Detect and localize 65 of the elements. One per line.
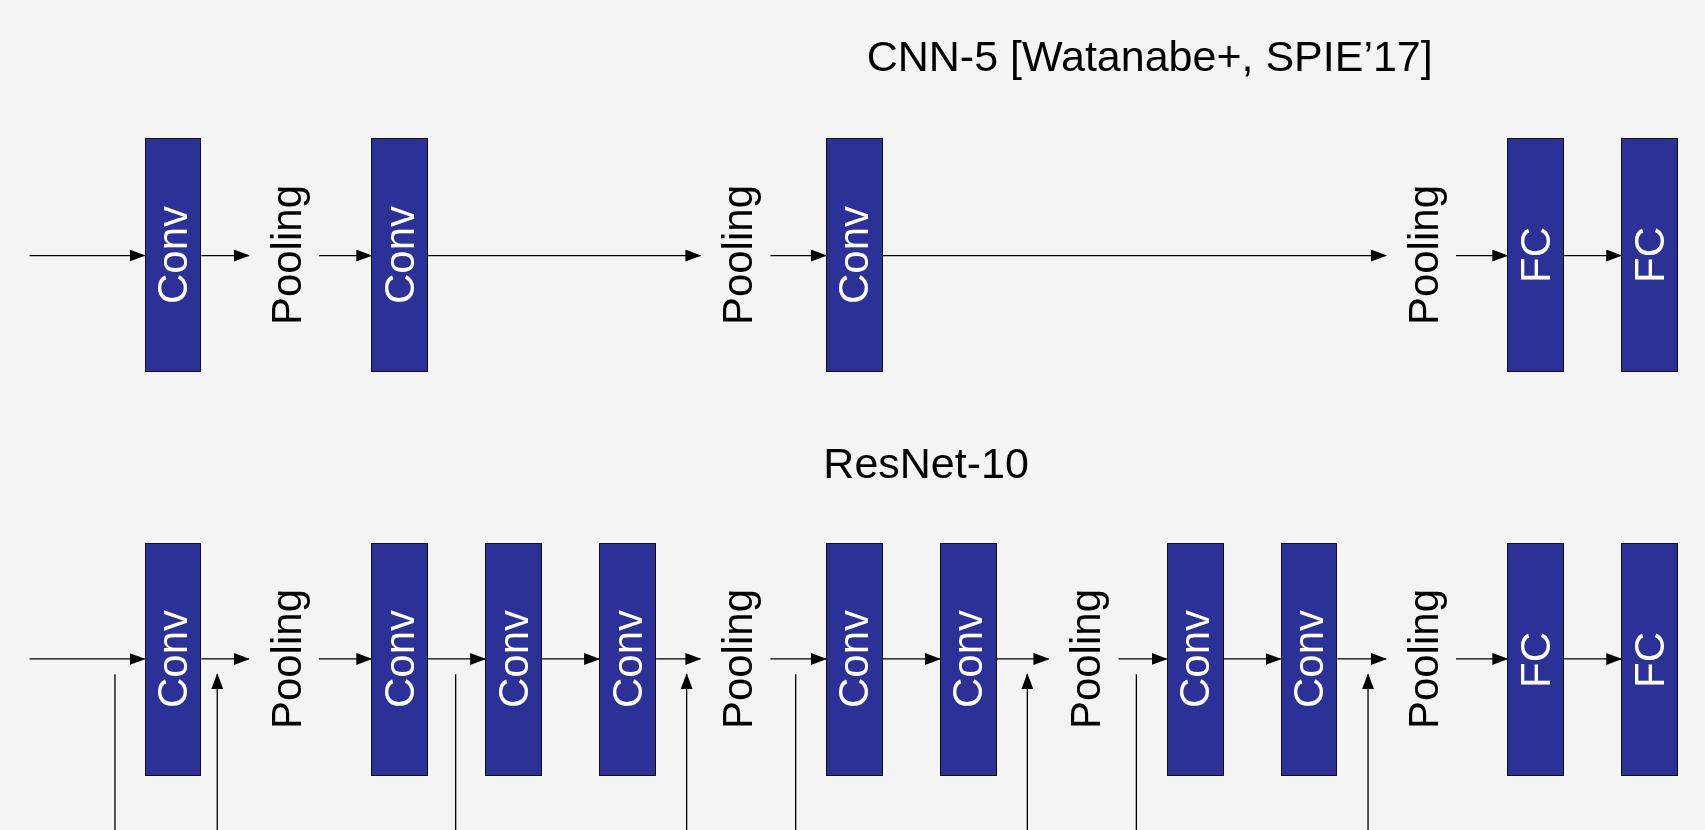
arrow <box>655 652 702 665</box>
layer-label: Conv <box>833 205 876 304</box>
layer-label: Conv <box>947 610 990 709</box>
skip-connection-arrow <box>455 673 693 830</box>
arrow <box>1336 652 1387 665</box>
layer-box <box>371 542 429 777</box>
network-title: CNN-5 [Watanabe+, SPIE’17] <box>866 32 1433 80</box>
skip-connection-arrow <box>795 673 1034 830</box>
skip-connection-arrow <box>114 673 224 830</box>
arrow <box>1455 652 1509 665</box>
layer-box <box>1621 542 1679 777</box>
layer-box <box>599 542 657 777</box>
layer-label: Conv <box>492 610 535 709</box>
layer-label: Conv <box>378 610 421 709</box>
arrow <box>769 652 827 665</box>
layer-box <box>939 542 997 777</box>
layer-box <box>1280 542 1338 777</box>
layer-label: FC <box>1514 631 1557 688</box>
pooling-label: Pooling <box>265 589 308 730</box>
layer-label: FC <box>1514 227 1557 283</box>
arrow <box>1222 652 1282 665</box>
network-title: ResNet-10 <box>823 440 1029 488</box>
layer-box <box>485 542 543 777</box>
pooling-label: Pooling <box>1402 184 1445 326</box>
pooling-label: Pooling <box>1065 589 1108 730</box>
layer-box <box>825 542 883 777</box>
pooling-label: Pooling <box>717 589 760 730</box>
arrow <box>318 652 373 665</box>
arrow <box>28 249 146 262</box>
layer-label: Conv <box>1288 610 1330 709</box>
arrow <box>427 249 702 262</box>
arrow <box>1455 249 1509 262</box>
arrow <box>427 652 487 665</box>
layer-box <box>144 138 202 372</box>
arrow <box>1563 652 1623 665</box>
layer-label: Conv <box>151 205 194 304</box>
pooling-label: Pooling <box>265 184 308 326</box>
layer-label: Conv <box>606 610 649 709</box>
layer-label: Conv <box>833 610 876 709</box>
layer-label: Conv <box>1174 610 1217 709</box>
arrow <box>318 249 373 262</box>
arrow <box>541 652 601 665</box>
layer-label: Conv <box>151 610 194 709</box>
layer-box <box>1166 542 1224 777</box>
arrow <box>1117 652 1168 665</box>
arrow <box>1563 249 1623 262</box>
arrow <box>200 249 250 262</box>
layer-box <box>1507 138 1565 372</box>
pooling-label: Pooling <box>1402 589 1445 730</box>
layer-box <box>371 138 429 372</box>
arrow <box>769 249 827 262</box>
layer-label: FC <box>1628 631 1671 688</box>
layer-label: Conv <box>378 205 421 304</box>
skip-connection-arrow <box>1135 673 1375 830</box>
layer-box <box>144 542 202 777</box>
layer-box <box>1621 138 1679 372</box>
arrow <box>200 652 250 665</box>
arrow <box>882 652 941 665</box>
layer-label: FC <box>1628 227 1671 283</box>
layer-box <box>1507 542 1565 777</box>
pooling-label: Pooling <box>717 184 760 326</box>
arrow <box>28 652 146 665</box>
arrow <box>882 249 1387 262</box>
layer-box <box>825 138 883 372</box>
arrow <box>996 652 1050 665</box>
